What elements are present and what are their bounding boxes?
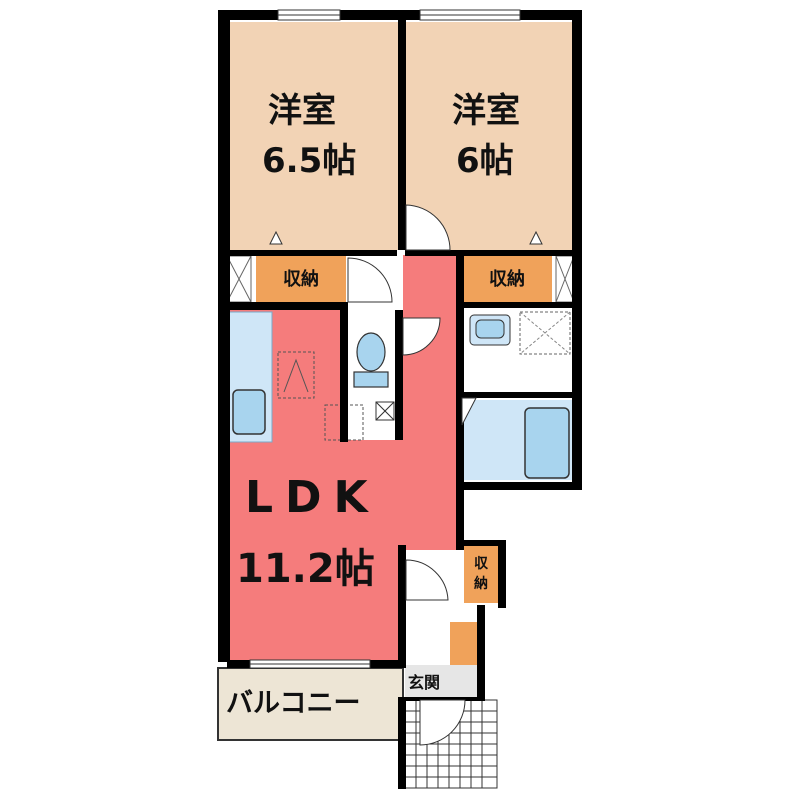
western-room-left-name: 洋室 — [268, 91, 336, 131]
kitchen-sink — [232, 389, 266, 435]
washing-machine-space — [519, 311, 571, 355]
western-room-right-name: 洋室 — [452, 91, 520, 131]
storage-left-label: 収納 — [283, 268, 319, 290]
western-room-left — [227, 22, 399, 250]
ldk-label: LDK — [245, 472, 380, 523]
western-room-left-size: 6.5帖 — [262, 141, 356, 181]
balcony — [217, 667, 404, 741]
toilet-bowl — [356, 332, 386, 372]
svg-text:納: 納 — [474, 575, 488, 592]
storage-hall — [464, 545, 498, 603]
storage-right-label: 収納 — [489, 268, 525, 290]
storage-right — [462, 256, 552, 302]
balcony-label: バルコニー — [226, 688, 360, 719]
refrigerator-space — [277, 351, 315, 399]
entrance-floor — [405, 665, 477, 697]
door-swings — [347, 204, 477, 746]
svg-text:収: 収 — [474, 555, 489, 572]
western-room-right-size: 6帖 — [456, 141, 514, 181]
walls — [218, 10, 582, 789]
toilet-tank — [353, 371, 389, 388]
entrance-label: 玄関 — [408, 673, 440, 692]
ldk-size: 11.2帖 — [236, 546, 375, 592]
windows — [249, 9, 521, 669]
storage-hall-label: 収 納 — [474, 555, 489, 592]
western-room-right — [405, 22, 572, 250]
bathtub — [524, 407, 570, 479]
storage-left — [256, 256, 346, 302]
